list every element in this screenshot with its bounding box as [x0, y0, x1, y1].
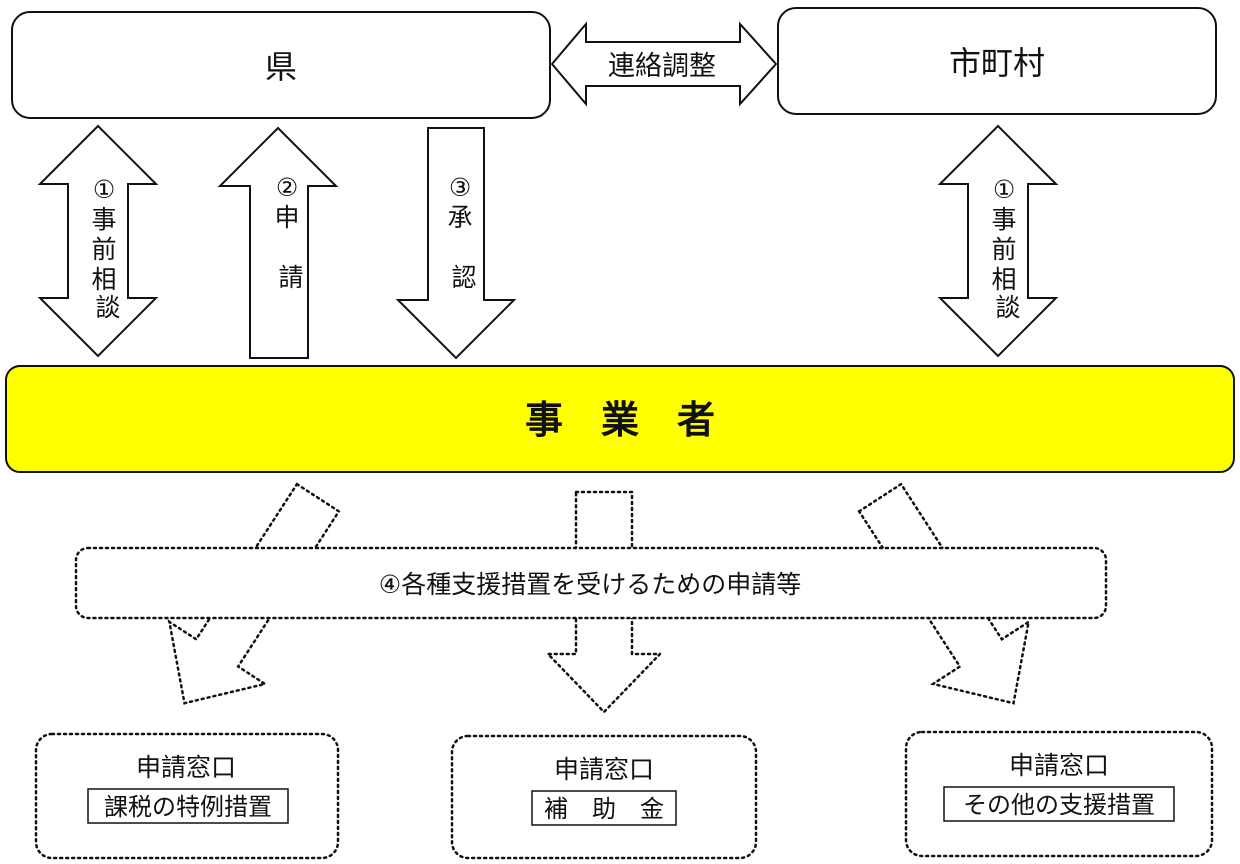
consult-right-arrow: ① 事 前 相 談	[937, 124, 1059, 358]
apply-arrow: ② 申 請	[217, 126, 339, 359]
window-tax: 申請窓口 課税の特例措置	[34, 732, 340, 860]
municipality-label: 市町村	[949, 44, 1045, 82]
consult-right-char-4: 相	[992, 265, 1017, 294]
consult-right-char-5: 談	[995, 293, 1020, 322]
prefecture-box	[11, 11, 551, 119]
window-subsidy-title: 申請窓口	[554, 755, 654, 784]
window-other-item-frame	[943, 786, 1175, 822]
approve-char-3: 認	[451, 263, 476, 292]
apply-char-2: 申	[275, 203, 300, 232]
support-bar-box	[74, 546, 1108, 620]
consult-left-char-5: 談	[95, 293, 120, 322]
municipality-box	[777, 7, 1217, 115]
approve-char-2: 承	[448, 203, 473, 232]
consult-right-label: ① 事 前 相 談	[992, 175, 1025, 322]
consult-right-char-1: ①	[993, 175, 1015, 204]
support-bar: ④各種支援措置を受けるための申請等	[74, 546, 1108, 620]
window-other-item: その他の支援措置	[963, 791, 1155, 819]
support-bar-label: ④各種支援措置を受けるための申請等	[379, 570, 801, 599]
coordination-arrow: 連絡調整	[550, 21, 778, 107]
window-other: 申請窓口 その他の支援措置	[904, 730, 1214, 858]
approve-down-arrow-shape	[395, 127, 517, 360]
consult-left-char-2: 事	[92, 205, 117, 234]
consult-right-char-2: 事	[992, 205, 1017, 234]
consult-right-char-3: 前	[992, 235, 1017, 264]
consult-left-label: ① 事 前 相 談	[92, 175, 125, 322]
window-other-title: 申請窓口	[1009, 751, 1109, 780]
business-node: 事 業 者	[5, 365, 1235, 473]
prefecture-label: 県	[265, 48, 297, 86]
consult-left-char-1: ①	[93, 175, 115, 204]
apply-char-1: ②	[276, 173, 298, 202]
coordination-double-arrow-shape	[550, 21, 778, 107]
consult-left-double-arrow-shape	[37, 124, 159, 358]
window-subsidy: 申請窓口 補 助 金	[450, 734, 758, 860]
consult-left-char-3: 前	[92, 235, 117, 264]
consult-left-arrow: ① 事 前 相 談	[37, 124, 159, 358]
municipality-node: 市町村	[777, 7, 1217, 115]
consult-left-char-4: 相	[92, 265, 117, 294]
prefecture-node: 県	[11, 11, 551, 119]
apply-char-3: 請	[278, 263, 303, 292]
window-subsidy-item: 補 助 金	[544, 795, 664, 823]
business-box	[5, 365, 1235, 473]
apply-up-arrow-shape	[217, 126, 339, 359]
window-tax-item-frame	[87, 788, 289, 824]
approve-label: ③ 承 認	[448, 173, 481, 292]
consult-right-double-arrow-shape	[937, 124, 1059, 358]
business-label: 事 業 者	[525, 398, 715, 442]
approve-char-1: ③	[449, 173, 471, 202]
window-tax-item: 課税の特例措置	[104, 793, 272, 821]
apply-label: ② 申 請	[275, 173, 308, 292]
approve-arrow: ③ 承 認	[395, 127, 517, 360]
window-tax-title: 申請窓口	[136, 753, 236, 782]
window-subsidy-item-frame	[531, 790, 677, 826]
coordination-label: 連絡調整	[608, 51, 716, 82]
